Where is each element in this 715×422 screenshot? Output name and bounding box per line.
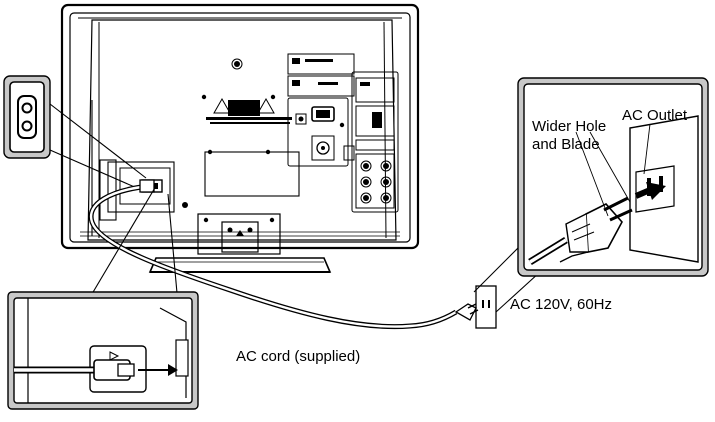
ac-outlet-label: AC Outlet: [622, 107, 688, 124]
ac-inlet-callout: [3, 75, 147, 193]
small-wall-outlet: [454, 285, 497, 329]
ac-cord: [88, 179, 458, 330]
wider-hole-label: Wider Hole: [532, 118, 607, 135]
ac-spec-label: AC 120V, 60Hz: [510, 296, 613, 313]
av-jack-panel: [287, 53, 399, 213]
plug-detail-callout: [7, 185, 199, 410]
and-blade-label: and Blade: [532, 136, 600, 153]
wall-outlet-icon: [629, 115, 699, 263]
tv-rear-view: [60, 3, 420, 273]
large-polarized-plug: [528, 196, 633, 265]
warning-label: [206, 97, 292, 124]
ac-cord-label: AC cord (supplied): [236, 348, 361, 365]
ac-inlet-figure-8-icon: [17, 95, 37, 139]
outlet-detail-callout: [473, 77, 709, 313]
polarized-plug-icon: [93, 359, 135, 381]
